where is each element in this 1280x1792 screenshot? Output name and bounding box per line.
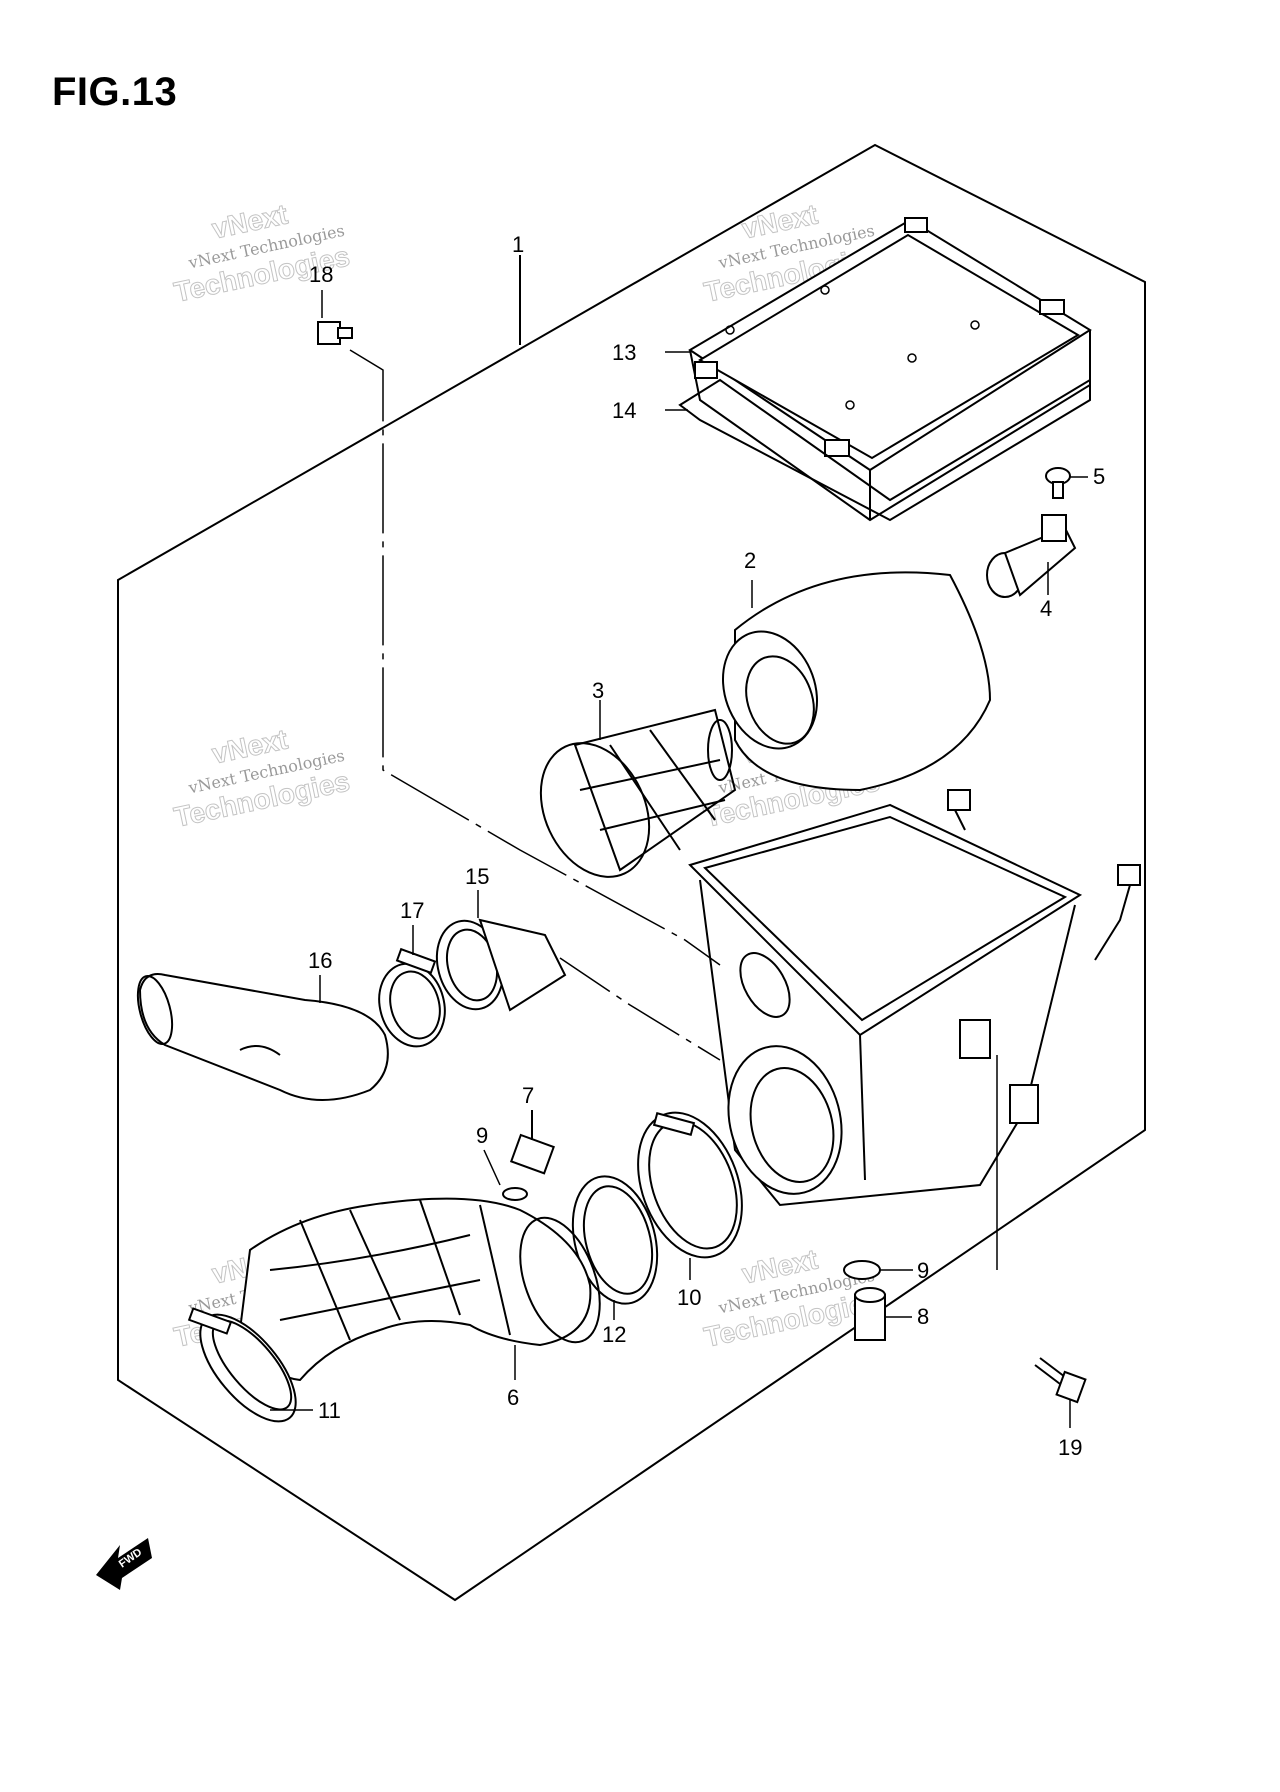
part-14-gasket <box>678 378 1091 522</box>
part-16-intake-pipe <box>136 973 389 1101</box>
callout-12: 12 <box>602 1322 626 1347</box>
callout-5: 5 <box>1093 464 1105 489</box>
part-5-screw <box>1045 467 1071 499</box>
callout-13: 13 <box>612 340 636 365</box>
callout-17: 17 <box>400 898 424 923</box>
callout-18: 18 <box>309 262 333 287</box>
part-17-clamp <box>378 947 446 1048</box>
part-9-clip <box>843 1260 881 1280</box>
callout-16: 16 <box>308 948 332 973</box>
part-18-bolt <box>317 321 353 345</box>
part-8-drain-plug <box>854 1287 886 1341</box>
forward-direction-arrow: FWD <box>96 1538 152 1590</box>
callout-2: 2 <box>744 548 756 573</box>
callout-1: 1 <box>512 232 524 257</box>
callout-15: 15 <box>465 864 489 889</box>
callout-19: 19 <box>1058 1435 1082 1460</box>
callout-7: 7 <box>522 1083 534 1108</box>
assembly-axis-line <box>559 957 721 1061</box>
part-6-air-duct <box>238 1197 601 1382</box>
assembly-axis-line <box>349 349 721 966</box>
callout-3: 3 <box>592 678 604 703</box>
callout-10: 10 <box>677 1285 701 1310</box>
part-2-filter-element <box>721 571 992 792</box>
part-13-air-cleaner-cap <box>688 217 1092 522</box>
part-3-filter-cage <box>539 708 737 878</box>
callout-8: 8 <box>917 1304 929 1329</box>
callout-11: 11 <box>318 1398 341 1423</box>
part-9-clip <box>483 1149 528 1201</box>
part-19-bolt <box>1034 1357 1087 1404</box>
callout-6: 6 <box>507 1385 519 1410</box>
callout-14: 14 <box>612 398 636 423</box>
callout-labels: 1 2 3 4 5 6 7 8 9 9 10 11 12 13 14 15 16… <box>308 232 1105 1460</box>
part-15-inlet-joint <box>435 918 567 1012</box>
callout-9b: 9 <box>917 1258 929 1283</box>
figure-title: FIG.13 <box>52 70 178 114</box>
assembly-boundary <box>117 143 1146 1602</box>
callout-4: 4 <box>1040 596 1052 621</box>
air-cleaner-case <box>688 789 1141 1207</box>
part-10-clamp <box>637 1111 743 1259</box>
callout-9: 9 <box>476 1123 488 1148</box>
part-11-clamp <box>187 1307 297 1423</box>
part-7-sensor <box>509 1110 555 1175</box>
part-4-drain-plug <box>986 514 1077 598</box>
